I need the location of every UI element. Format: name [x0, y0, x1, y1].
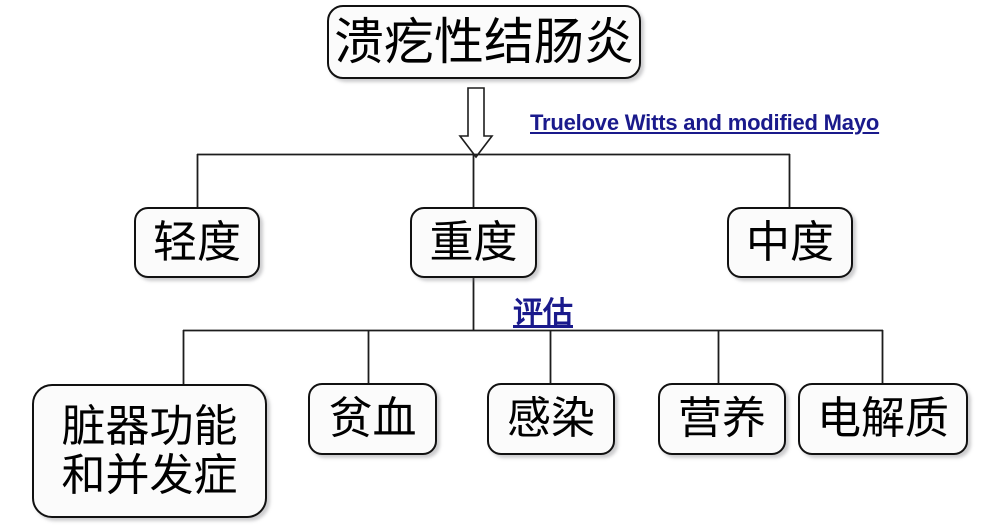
- node-organ-line-2: 和并发症: [61, 450, 238, 501]
- node-organ-line-1: 脏器功能: [61, 400, 238, 452]
- node-assessment-organ-function[interactable]: 脏器功能 和并发症: [32, 384, 267, 518]
- node-assessment-electrolyte[interactable]: 电解质: [798, 383, 968, 455]
- criteria-label: Truelove Witts and modified Mayo: [530, 110, 880, 135]
- down-block-arrow: [458, 87, 494, 159]
- node-assessment-nutrition[interactable]: 营养: [658, 383, 786, 455]
- node-severity-mild[interactable]: 轻度: [134, 207, 260, 278]
- node-ulcerative-colitis[interactable]: 溃疙性结肠炎: [327, 5, 641, 79]
- node-severity-severe[interactable]: 重度: [410, 207, 537, 278]
- node-severity-moderate[interactable]: 中度: [727, 207, 853, 278]
- assessment-label: 评估: [513, 296, 573, 331]
- node-assessment-anemia[interactable]: 贫血: [308, 383, 437, 455]
- node-assessment-infection[interactable]: 感染: [487, 383, 615, 455]
